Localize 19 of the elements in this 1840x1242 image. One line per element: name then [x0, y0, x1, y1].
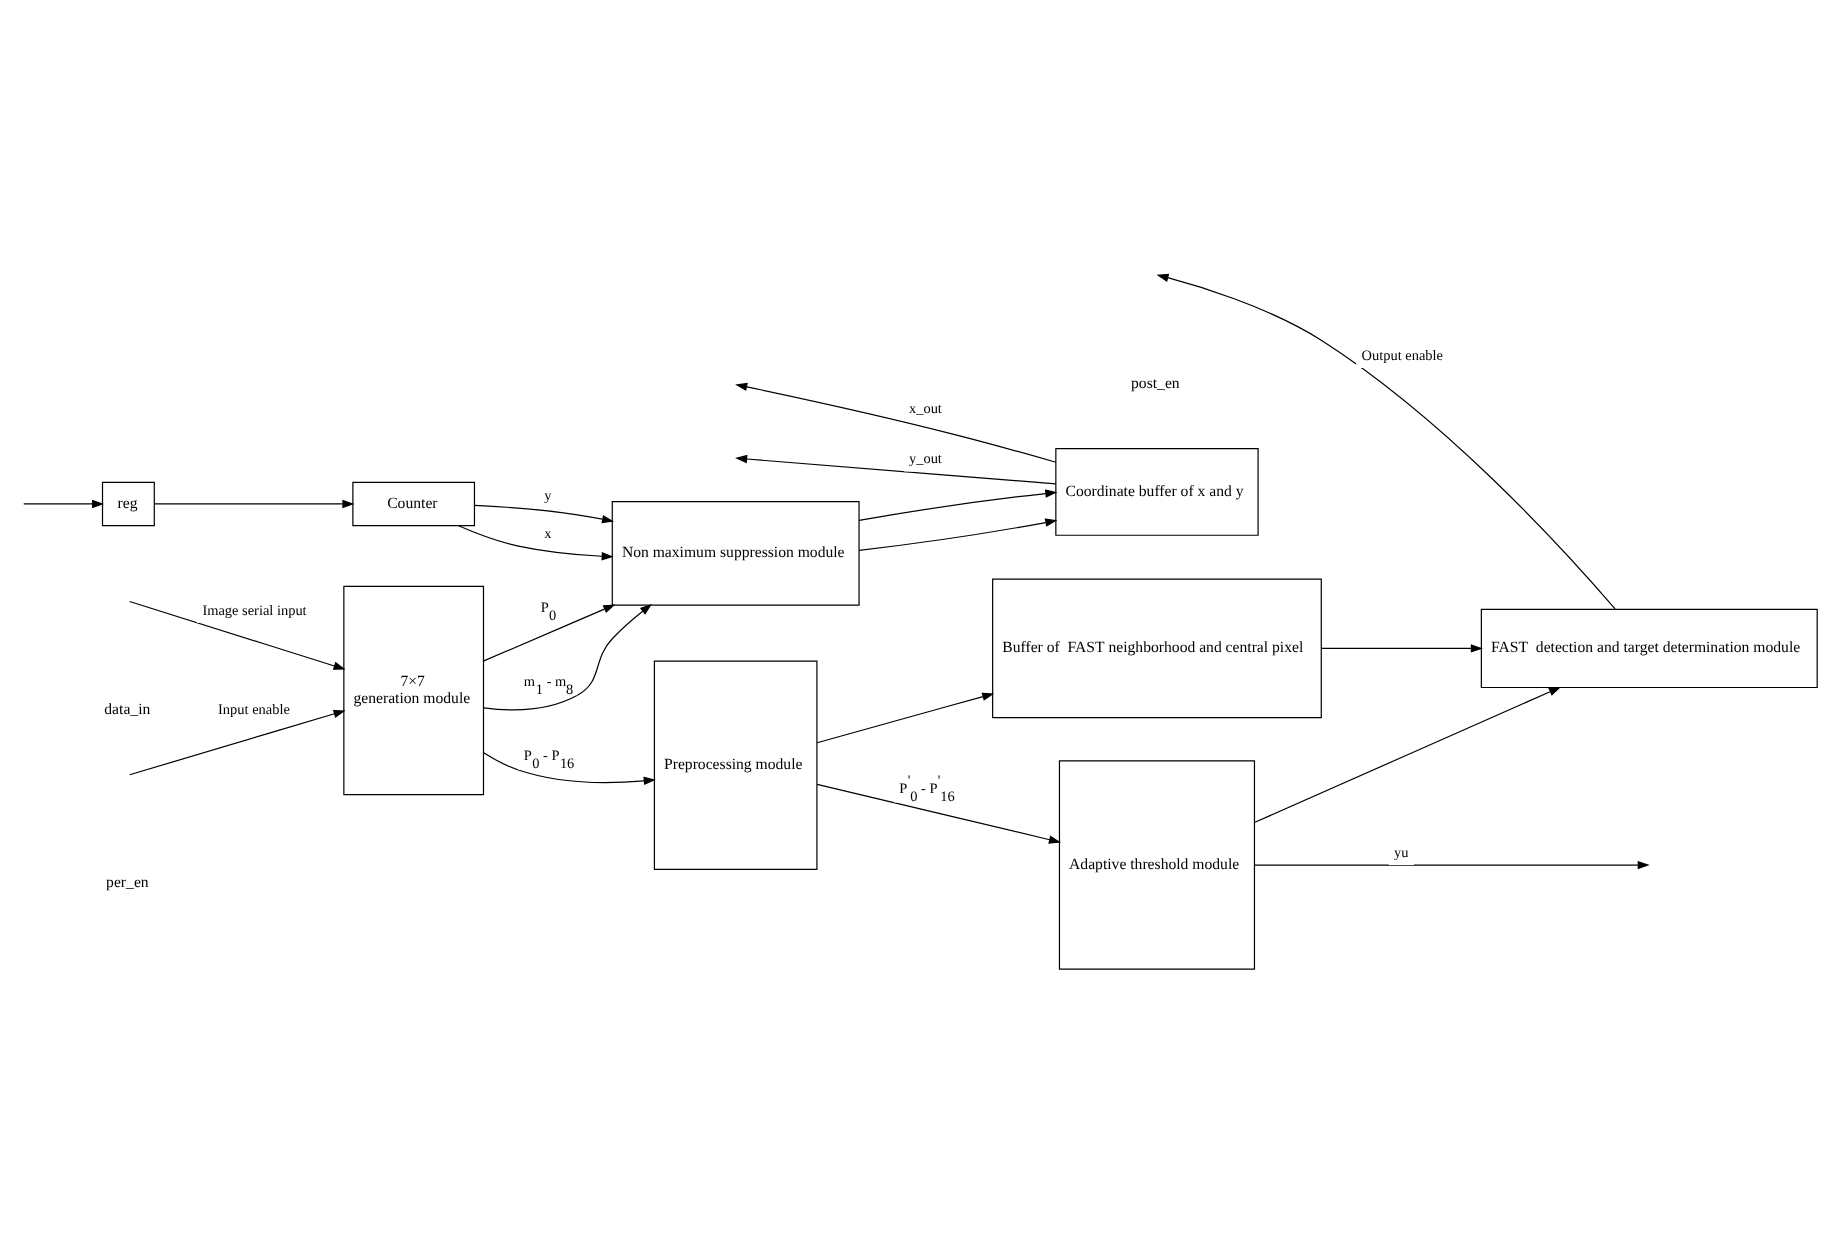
arrow — [483, 751, 656, 785]
arrow — [816, 691, 995, 743]
arrow — [129, 599, 346, 669]
arrow — [1320, 643, 1483, 652]
arrow — [483, 603, 616, 661]
arrow — [858, 488, 1058, 521]
arrow — [1254, 859, 1650, 869]
arrow — [154, 498, 355, 508]
arrow — [858, 517, 1058, 550]
arrow — [483, 602, 652, 710]
arrow — [23, 498, 105, 508]
arrow — [458, 524, 614, 560]
arrow — [735, 453, 1057, 484]
arrow — [1156, 272, 1616, 609]
arrow — [473, 503, 615, 523]
arrow — [129, 708, 346, 775]
arrow — [816, 782, 1061, 843]
arrow — [735, 381, 1057, 462]
arrow — [1254, 685, 1561, 822]
